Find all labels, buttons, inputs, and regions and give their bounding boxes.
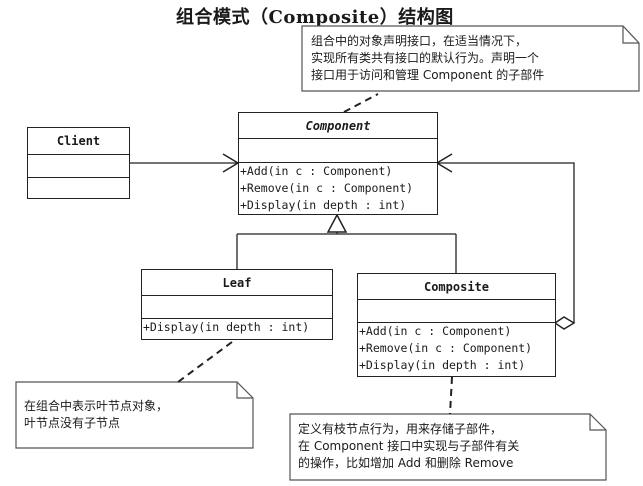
- class-client-attributes: [28, 155, 129, 178]
- class-client: Client: [27, 127, 130, 199]
- class-composite-operations: +Add(in c : Component) +Remove(in c : Co…: [358, 323, 555, 374]
- note-leaf-anchor: [177, 341, 233, 383]
- note-line: 定义有枝节点行为，用来存储子部件，: [298, 422, 503, 436]
- note-composite-text: 定义有枝节点行为，用来存储子部件， 在 Component 接口中实现与子部件有…: [298, 421, 519, 472]
- note-leaf-text: 在组合中表示叶节点对象， 叶节点没有子节点: [24, 398, 168, 432]
- note-line: 的操作，比如增加 Add 和删除 Remove: [298, 456, 514, 470]
- aggregation-line: [437, 162, 575, 323]
- class-leaf-attributes: [142, 296, 332, 319]
- note-line: 叶节点没有子节点: [24, 416, 121, 430]
- note-line: 接口用于访问和管理 Component 的子部件: [311, 68, 545, 82]
- note-line: 组合中的对象声明接口，在适当情况下，: [311, 34, 528, 48]
- note-composite-fold: [589, 414, 606, 431]
- operation: +Display(in depth : int): [359, 358, 526, 372]
- operation: +Remove(in c : Component): [240, 181, 414, 195]
- note-line: 实现所有类共有接口的默认行为。声明一个: [311, 51, 540, 65]
- note-line: 在组合中表示叶节点对象，: [24, 399, 169, 413]
- class-component-name: Component: [239, 113, 437, 139]
- diagram-title: 组合模式（Composite）结构图: [176, 7, 454, 28]
- class-leaf-operations: +Display(in depth : int): [142, 319, 332, 336]
- class-leaf-name: Leaf: [142, 270, 332, 296]
- operation: +Display(in depth : int): [240, 198, 407, 212]
- class-component-operations: +Add(in c : Component) +Remove(in c : Co…: [239, 163, 437, 214]
- note-line: 在 Component 接口中实现与子部件有关: [298, 439, 520, 453]
- note-component-fold: [622, 26, 639, 44]
- note-component-anchor: [343, 93, 379, 113]
- note-leaf-fold: [236, 382, 253, 399]
- class-composite-name: Composite: [358, 274, 555, 300]
- class-client-name: Client: [28, 128, 129, 155]
- class-composite-attributes: [358, 300, 555, 323]
- operation: +Add(in c : Component): [240, 164, 393, 178]
- class-leaf: Leaf +Display(in depth : int): [141, 269, 333, 340]
- note-composite-shape: [289, 413, 607, 481]
- note-component-text: 组合中的对象声明接口，在适当情况下， 实现所有类共有接口的默认行为。声明一个 接…: [311, 33, 544, 84]
- class-component: Component +Add(in c : Component) +Remove…: [238, 112, 438, 215]
- operation: +Add(in c : Component): [359, 324, 512, 338]
- note-leaf-shape: [15, 381, 254, 449]
- class-composite: Composite +Add(in c : Component) +Remove…: [357, 273, 556, 377]
- operation: +Display(in depth : int): [143, 320, 310, 334]
- aggregation-diamond: [553, 316, 576, 330]
- class-component-attributes: [239, 139, 437, 163]
- note-component-shape: [301, 25, 640, 92]
- operation: +Remove(in c : Component): [359, 341, 533, 355]
- note-composite-anchor: [449, 376, 453, 415]
- generalization-triangle: [326, 213, 348, 233]
